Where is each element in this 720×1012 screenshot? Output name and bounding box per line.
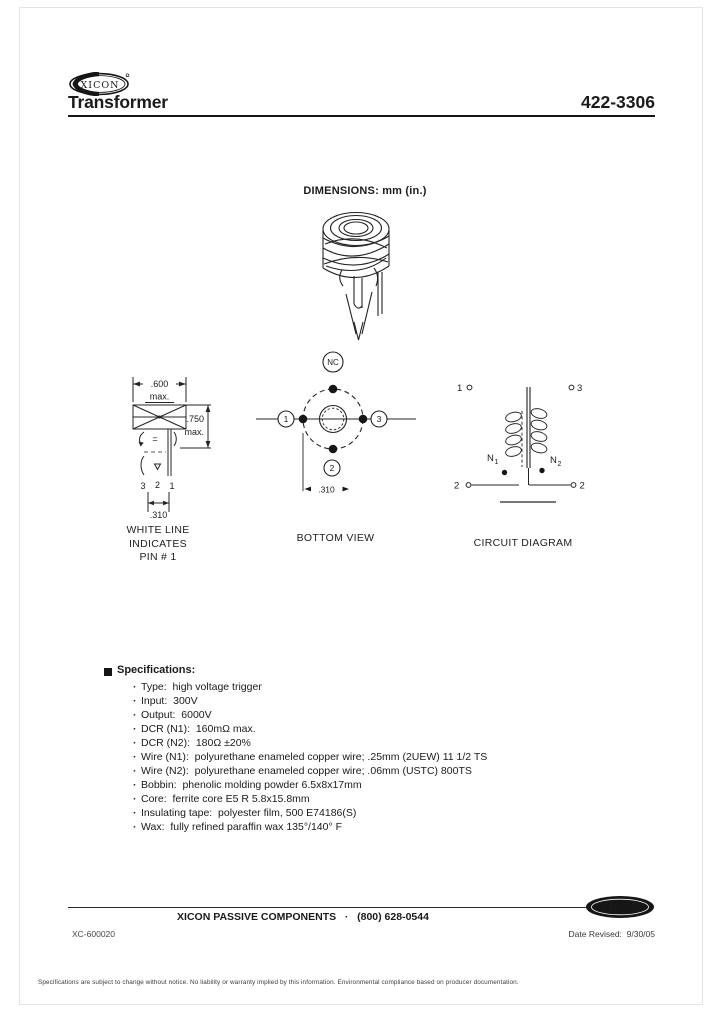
equals-mark: = <box>152 434 157 444</box>
spec-item-tape: · Insulating tape: polyester film, 500 E7… <box>133 807 487 821</box>
bottom-view-caption: BOTTOM VIEW <box>296 532 375 544</box>
front-view-arrows <box>133 381 211 506</box>
polarity-dots <box>501 467 545 476</box>
header-rule <box>68 115 655 117</box>
bullet-icon: · <box>133 681 137 693</box>
spec-text: Core: ferrite core E5 R 5.8x15.8mm <box>141 793 310 805</box>
circuit-terminal-2-left: 2 <box>454 481 459 492</box>
bullet-icon: · <box>133 695 137 707</box>
pin-dots <box>298 384 368 492</box>
bullet-icon: · <box>133 737 137 749</box>
circuit-diagram-caption: CIRCUIT DIAGRAM <box>473 537 573 549</box>
height-dim-value: .750 <box>186 414 204 424</box>
spec-text: DCR (N2): 180Ω ±20% <box>141 737 251 749</box>
circuit-terminal-1: 1 <box>457 383 462 394</box>
specifications-list: · Type: high voltage trigger · Input: 300V… <box>133 681 487 835</box>
bullet-icon: · <box>133 765 137 777</box>
xicon-logo-icon: XICON <box>69 72 130 96</box>
width-dim-qualifier: max. <box>150 392 170 402</box>
terminal-3-label: 3 <box>377 414 382 424</box>
specifications-square-icon <box>104 668 112 676</box>
bullet-icon: · <box>133 751 137 763</box>
spec-text: Wax: fully refined paraffin wax 135°/140… <box>141 821 342 833</box>
front-caption-line1: WHITE LINE <box>126 524 190 536</box>
bullet-icon: · <box>133 793 137 805</box>
spec-item-output: · Output: 6000V <box>133 709 487 723</box>
spec-text: Output: 6000V <box>141 709 212 721</box>
circuit-terminal-3: 3 <box>577 383 582 394</box>
primary-winding-label: N <box>487 453 494 464</box>
bottom-view-drawing: NC 1 3 2 .310 <box>256 351 416 495</box>
bullet-icon: · <box>133 723 137 735</box>
pin-label-2: 2 <box>155 480 160 490</box>
spec-item-type: · Type: high voltage trigger <box>133 681 487 695</box>
xicon-footer-logo-icon: XICON <box>586 896 654 918</box>
page-title: Transformer <box>68 92 168 112</box>
spec-item-dcr-n2: · DCR (N2): 180Ω ±20% <box>133 737 487 751</box>
transformer-3d-drawing <box>322 211 390 341</box>
width-dim-value: .600 <box>151 379 169 389</box>
spec-text: Wire (N2): polyurethane enameled copper … <box>141 765 472 777</box>
spec-item-dcr-n1: · DCR (N1): 160mΩ max. <box>133 723 487 737</box>
part-number: 422-3306 <box>581 92 655 112</box>
front-view-caption: WHITE LINE INDICATES PIN # 1 <box>108 524 208 565</box>
footer-rule <box>68 907 587 908</box>
footer-disclaimer: Specifications are subject to change wit… <box>38 979 519 986</box>
footer-brand-text: XICON <box>601 903 642 914</box>
circuit-diagram-drawing: 1 3 2 2 N 1 N 2 <box>454 383 585 503</box>
spec-text: Input: 300V <box>141 695 198 707</box>
spec-text: Insulating tape: polyester film, 500 E74… <box>141 807 357 819</box>
height-dim-qualifier: max. <box>184 427 204 437</box>
primary-winding-sub: 1 <box>495 459 499 466</box>
spec-item-wax: · Wax: fully refined paraffin wax 135°/14… <box>133 821 487 835</box>
dimensions-heading: DIMENSIONS: mm (in.) <box>303 185 427 197</box>
pin-label-1: 1 <box>169 481 174 491</box>
footer-company-line: XICON PASSIVE COMPONENTS · (800) 628-054… <box>177 911 429 923</box>
bullet-icon: · <box>133 821 137 833</box>
specifications-heading: Specifications: <box>117 664 196 676</box>
bottom-pitch-value: .310 <box>318 485 335 495</box>
secondary-winding-label: N <box>550 455 557 466</box>
circuit-lines <box>465 384 577 503</box>
header-brand-text: XICON <box>81 80 120 91</box>
pin-label-3: 3 <box>140 481 145 491</box>
terminal-1-label: 1 <box>284 414 289 424</box>
terminal-2-label: 2 <box>330 463 335 473</box>
bullet-icon: · <box>133 807 137 819</box>
terminal-nc-label: NC <box>327 358 339 367</box>
front-caption-line2: INDICATES <box>129 537 187 550</box>
spec-item-wire-n2: · Wire (N2): polyurethane enameled copper… <box>133 765 487 779</box>
bottom-view-lines <box>256 388 416 491</box>
spec-text: Wire (N1): polyurethane enameled copper … <box>141 751 488 763</box>
spec-item-wire-n1: · Wire (N1): polyurethane enameled copper… <box>133 751 487 765</box>
front-caption-line3: PIN # 1 <box>139 551 177 563</box>
spec-text: DCR (N1): 160mΩ max. <box>141 723 256 735</box>
date-revised: Date Revised: 9/30/05 <box>568 929 655 939</box>
bullet-icon: · <box>133 709 137 721</box>
spec-item-bobbin: · Bobbin: phenolic molding powder 6.5x8x1… <box>133 779 487 793</box>
page-border <box>19 7 703 1005</box>
spec-text: Type: high voltage trigger <box>141 681 262 693</box>
spec-text: Bobbin: phenolic molding powder 6.5x8x17… <box>141 779 362 791</box>
spec-item-core: · Core: ferrite core E5 R 5.8x15.8mm <box>133 793 487 807</box>
spec-item-input: · Input: 300V <box>133 695 487 709</box>
secondary-winding-sub: 2 <box>558 461 562 468</box>
terminal-circles <box>277 351 388 477</box>
document-number: XC-600020 <box>72 929 116 939</box>
front-view-drawing: .600 max. .750 max. = 3 2 1 .310 <box>132 377 211 520</box>
front-view-lines <box>132 377 211 512</box>
bullet-icon: · <box>133 779 137 791</box>
pin-pitch-value: .310 <box>150 510 168 520</box>
circuit-terminal-2-right: 2 <box>580 481 585 492</box>
coil-sketch <box>322 211 390 341</box>
